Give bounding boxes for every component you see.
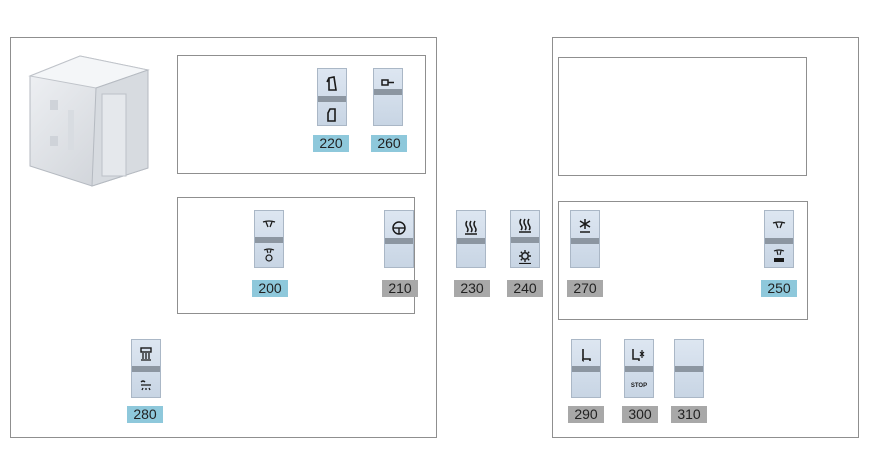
air-conditioning-icon xyxy=(571,215,599,237)
tag-230: 230 xyxy=(454,280,490,297)
defroster-off-icon xyxy=(765,245,793,267)
tag-260: 260 xyxy=(371,135,407,152)
switch-220[interactable] xyxy=(317,68,347,126)
switch-housing-image xyxy=(28,55,150,187)
tag-270: 270 xyxy=(567,280,603,297)
switch-260[interactable] xyxy=(373,68,403,126)
interior-light-icon xyxy=(132,374,160,396)
tag-310: 310 xyxy=(671,406,707,423)
tag-280: 280 xyxy=(127,406,163,423)
rear-heat-icon xyxy=(511,214,539,236)
stop-label: STOP xyxy=(630,383,648,389)
switch-250[interactable] xyxy=(764,210,794,268)
tag-290: 290 xyxy=(568,406,604,423)
roof-light-icon xyxy=(132,343,160,365)
seat-heat-icon xyxy=(625,344,653,366)
switch-210[interactable] xyxy=(384,210,414,268)
door-closed-icon xyxy=(318,104,346,126)
switch-230[interactable] xyxy=(456,210,486,268)
defroster-temp-icon xyxy=(255,244,283,266)
tag-200: 200 xyxy=(252,280,288,297)
door-lock-icon xyxy=(374,72,402,94)
switch-280[interactable] xyxy=(131,339,161,398)
switch-300[interactable]: STOP xyxy=(624,339,654,398)
defroster-icon xyxy=(255,213,283,235)
display-area xyxy=(558,57,807,176)
switch-240[interactable] xyxy=(510,210,540,268)
tag-210: 210 xyxy=(382,280,418,297)
middle-sub-panel xyxy=(177,197,415,314)
tag-250: 250 xyxy=(761,280,797,297)
tag-300: 300 xyxy=(622,406,658,423)
switch-310[interactable] xyxy=(674,339,704,398)
tag-220: 220 xyxy=(313,135,349,152)
switch-270[interactable] xyxy=(570,210,600,268)
seat-icon xyxy=(572,344,600,366)
switch-200[interactable] xyxy=(254,210,284,268)
door-open-icon xyxy=(318,73,346,95)
steering-wheel-icon xyxy=(385,217,413,239)
switch-290[interactable] xyxy=(571,339,601,398)
tag-240: 240 xyxy=(507,280,543,297)
rear-heat-icon xyxy=(457,216,485,238)
defroster-icon xyxy=(765,214,793,236)
heat-gear-icon xyxy=(511,245,539,267)
